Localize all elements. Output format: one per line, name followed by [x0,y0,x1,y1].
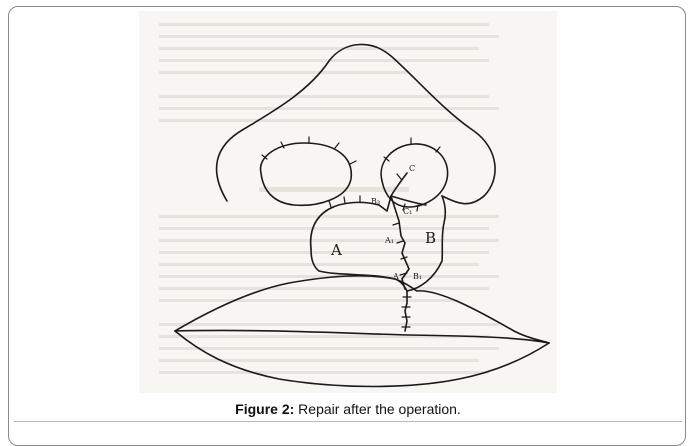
caption-label: Figure 2: [235,401,294,417]
nose-outline [217,45,496,204]
divider [14,421,682,422]
nostril-sutures [262,137,440,164]
c-suture [397,174,401,179]
label-point-c1: C₁ [403,207,412,216]
lip-repair-diagram: A B C B₃ C₁ A₁ A B₁ [139,11,557,393]
left-nostril [261,143,352,205]
figure-caption: Figure 2: Repair after the operation. [0,401,696,417]
figure-image: A B C B₃ C₁ A₁ A B₁ [139,11,557,393]
label-point-b3: B₃ [371,197,380,206]
label-point-b1: B₁ [413,272,422,281]
label-point-c: C [409,164,415,173]
label-point-a: A [392,272,399,281]
caption-text: Repair after the operation. [294,401,461,417]
lower-lip-outline [175,331,549,387]
label-region-b: B [425,229,436,247]
label-region-a: A [330,241,342,259]
label-point-a1: A₁ [384,236,394,245]
nasal-floor-line [311,202,379,249]
